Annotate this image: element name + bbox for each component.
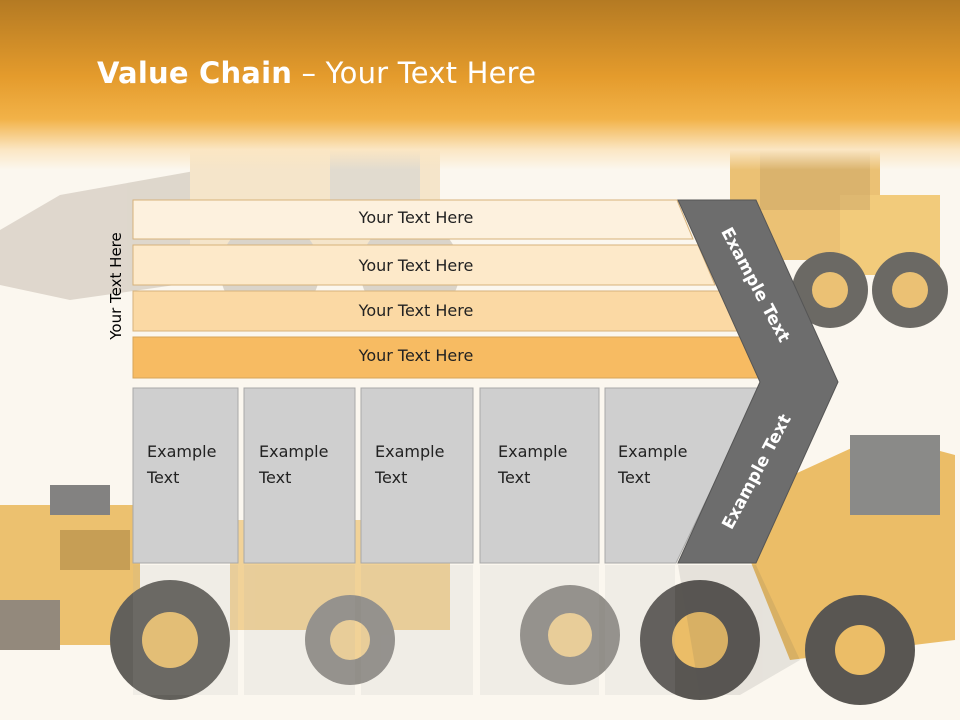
diagram-reflection	[133, 565, 800, 695]
row-label-2: Your Text Here	[358, 256, 474, 275]
box-shape-1	[132, 387, 239, 564]
box-shape-2	[243, 387, 356, 564]
header-band	[0, 0, 960, 170]
row-label-1: Your Text Here	[358, 208, 474, 227]
box-shape-3	[360, 387, 474, 564]
vertical-axis-label: Your Text Here	[107, 232, 125, 340]
title-rest: – Your Text Here	[292, 56, 537, 90]
row-shape-1	[132, 199, 694, 240]
row-label-4: Your Text Here	[358, 346, 474, 365]
row-label-3: Your Text Here	[358, 301, 474, 320]
title-bold: Value Chain	[97, 56, 293, 90]
box-shape-4	[479, 387, 600, 564]
row-shape-2	[132, 244, 716, 286]
slide-title: Value Chain – Your Text Here	[97, 56, 536, 90]
chevron-shape	[677, 199, 839, 564]
box-shape-5	[604, 387, 761, 564]
